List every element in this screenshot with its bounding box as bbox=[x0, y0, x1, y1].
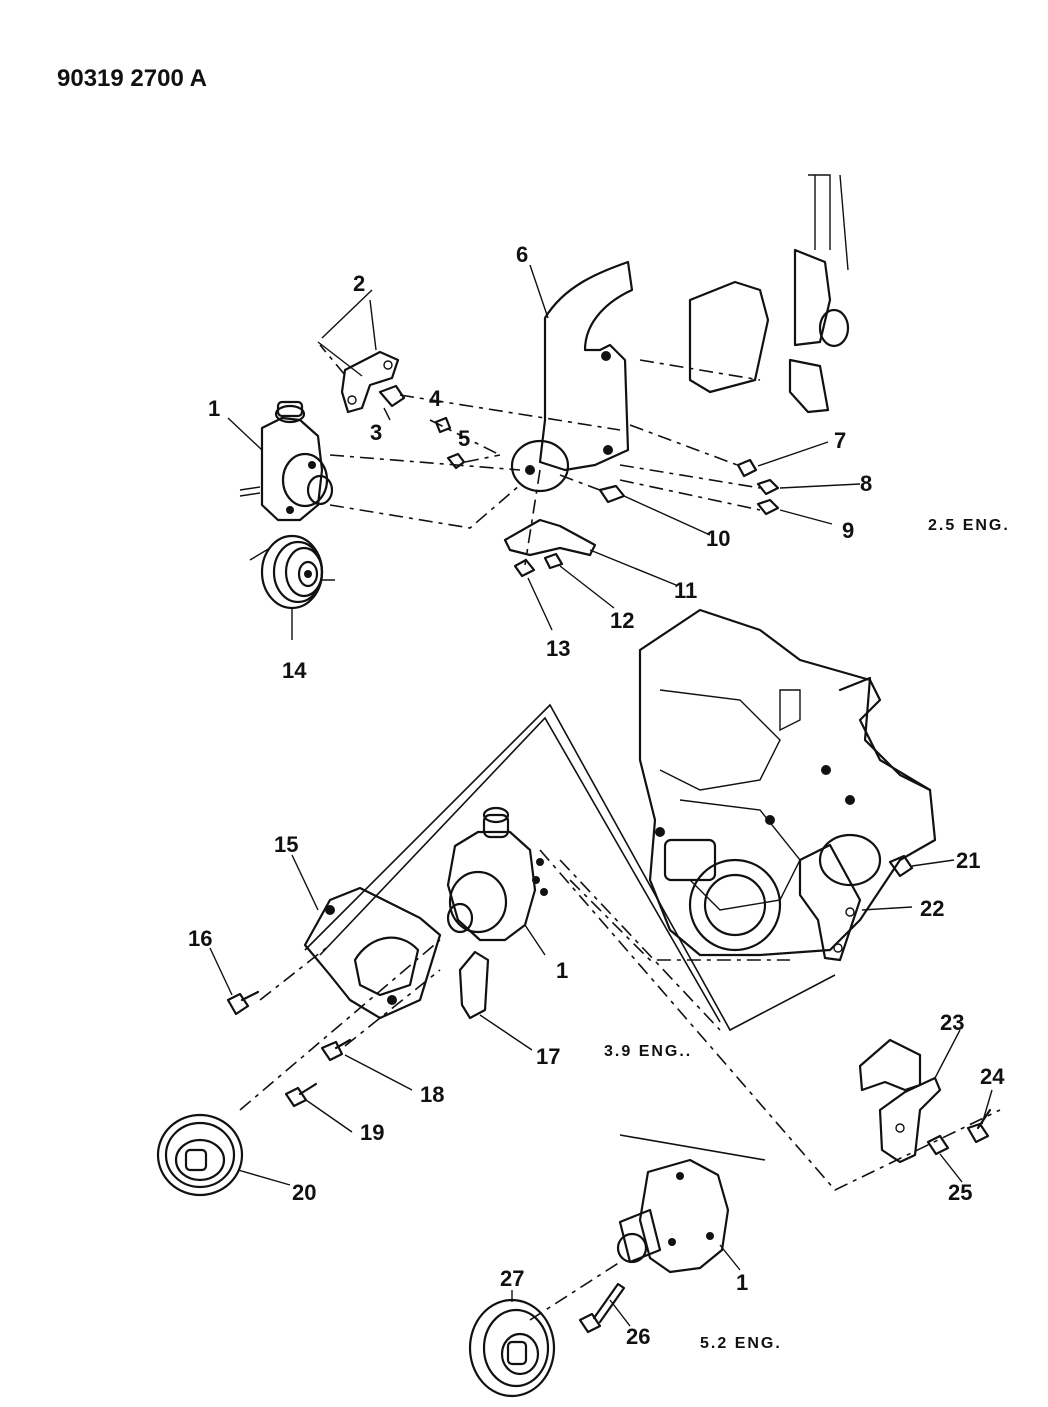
callout-5: 5 bbox=[458, 426, 470, 451]
bracket-6 bbox=[510, 260, 634, 493]
engine-block bbox=[638, 608, 955, 962]
bracket-15 bbox=[303, 886, 442, 1020]
engine-label-3-9: 3.9 ENG.. bbox=[604, 1043, 692, 1060]
callout-13: 13 bbox=[546, 636, 570, 661]
assembly-right-lower bbox=[858, 1029, 993, 1183]
callout-24: 24 bbox=[980, 1064, 1005, 1089]
power-steering-pump-bottom bbox=[616, 1158, 730, 1274]
assembly-2-5-eng bbox=[227, 174, 861, 640]
bolt-3 bbox=[378, 384, 406, 408]
callout-17: 17 bbox=[536, 1044, 560, 1069]
callout-6: 6 bbox=[516, 242, 528, 267]
callout-4: 4 bbox=[429, 386, 442, 411]
power-steering-pump-top bbox=[239, 400, 334, 522]
callout-11: 11 bbox=[674, 578, 697, 603]
assembly-3-9-eng bbox=[156, 703, 1001, 1197]
callout-27: 27 bbox=[500, 1266, 524, 1291]
callout-10: 10 bbox=[706, 526, 730, 551]
callout-14: 14 bbox=[282, 658, 307, 683]
bolt-12 bbox=[543, 552, 564, 570]
nut-25 bbox=[926, 1134, 950, 1156]
callout-2: 2 bbox=[353, 271, 365, 296]
callout-18: 18 bbox=[420, 1082, 444, 1107]
callout-9: 9 bbox=[842, 518, 854, 543]
callout-21: 21 bbox=[956, 848, 980, 873]
bolt-8 bbox=[756, 478, 780, 496]
nut-21 bbox=[888, 854, 914, 878]
nut-13 bbox=[513, 558, 536, 578]
bolt-9 bbox=[756, 498, 780, 516]
bolt-10 bbox=[598, 484, 626, 504]
callout-8: 8 bbox=[860, 471, 872, 496]
bolt-4 bbox=[434, 416, 452, 434]
callout-23: 23 bbox=[940, 1010, 964, 1035]
power-steering-pump-mid bbox=[446, 806, 548, 942]
diagram-code: 90319 2700 A bbox=[57, 65, 207, 92]
callout-25: 25 bbox=[948, 1180, 972, 1205]
bolt-24 bbox=[966, 1108, 992, 1144]
callout-1-top: 1 bbox=[208, 396, 220, 421]
engine-label-5-2: 5.2 ENG. bbox=[700, 1335, 782, 1352]
callout-26: 26 bbox=[626, 1324, 650, 1349]
nut-7 bbox=[736, 458, 758, 478]
engine-label-2-5: 2.5 ENG. bbox=[928, 517, 1010, 534]
pulley-20 bbox=[156, 1113, 244, 1197]
callout-3: 3 bbox=[370, 420, 382, 445]
callout-19: 19 bbox=[360, 1120, 384, 1145]
callout-1-bottom: 1 bbox=[736, 1270, 748, 1295]
bolt-26 bbox=[578, 1282, 626, 1334]
assembly-5-2-eng bbox=[468, 1134, 766, 1398]
callout-20: 20 bbox=[292, 1180, 316, 1205]
callout-16: 16 bbox=[188, 926, 212, 951]
engine-mount-top bbox=[688, 174, 850, 414]
callout-1-mid: 1 bbox=[556, 958, 568, 983]
callout-12: 12 bbox=[610, 608, 634, 633]
bracket-22 bbox=[798, 843, 862, 962]
callout-22: 22 bbox=[920, 896, 944, 921]
bracket-11 bbox=[503, 518, 597, 557]
bracket-23 bbox=[878, 1076, 942, 1164]
bolt-19 bbox=[284, 1082, 318, 1108]
callout-7: 7 bbox=[834, 428, 846, 453]
bracket-2 bbox=[340, 350, 400, 414]
bolt-18 bbox=[320, 1038, 352, 1062]
pulley-14 bbox=[249, 534, 335, 610]
bracket-17 bbox=[458, 950, 490, 1020]
bolt-16 bbox=[226, 990, 260, 1016]
pulley-27 bbox=[468, 1298, 556, 1398]
callout-15: 15 bbox=[274, 832, 298, 857]
